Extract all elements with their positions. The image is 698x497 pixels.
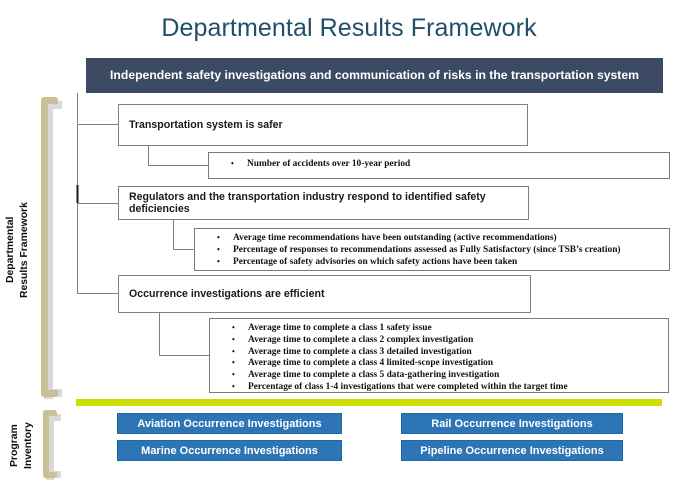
program-inventory-divider <box>76 399 662 406</box>
section-label-departmental-results-framework: Departmental Results Framework <box>4 150 36 350</box>
program-box-marine[interactable]: Marine Occurrence Investigations <box>117 440 342 461</box>
program-box-aviation[interactable]: Aviation Occurrence Investigations <box>117 413 342 434</box>
indicator-box-1: Number of accidents over 10-year period <box>208 152 670 179</box>
section-label-program-inventory: Program Inventory <box>8 412 38 480</box>
program-label-line-1: Program <box>9 424 20 468</box>
program-box-rail[interactable]: Rail Occurrence Investigations <box>401 413 623 434</box>
indicator-item: Number of accidents over 10-year period <box>209 158 665 171</box>
indicator-item: Average time recommendations have been o… <box>195 232 665 245</box>
departmental-result-box-3: Occurrence investigations are efficient <box>118 275 531 313</box>
indicator-item: Percentage of class 1-4 investigations t… <box>210 381 664 394</box>
indicator-list-3: Average time to complete a class 1 safet… <box>210 322 664 394</box>
indicator-box-2: Average time recommendations have been o… <box>194 228 670 271</box>
departmental-result-box-1: Transportation system is safer <box>118 104 528 146</box>
program-inventory-brace <box>42 410 61 480</box>
indicator-box-3: Average time to complete a class 1 safet… <box>209 318 669 393</box>
indicator-item: Average time to complete a class 5 data-… <box>210 369 664 382</box>
drf-label-line-1: Departmental <box>5 216 16 284</box>
indicator-item: Average time to complete a class 4 limit… <box>210 357 664 370</box>
page-title: Departmental Results Framework <box>161 14 537 42</box>
program-label-line-2: Inventory <box>23 422 34 470</box>
strategic-outcome-banner: Independent safety investigations and co… <box>86 58 663 93</box>
departmental-results-brace <box>40 97 62 399</box>
program-box-pipeline[interactable]: Pipeline Occurrence Investigations <box>401 440 623 461</box>
departmental-result-box-2: Regulators and the transportation indust… <box>118 186 529 220</box>
drf-label-line-2: Results Framework <box>19 202 30 298</box>
indicator-item: Average time to complete a class 2 compl… <box>210 334 664 347</box>
indicator-list-1: Number of accidents over 10-year period <box>209 158 665 171</box>
indicator-item: Average time to complete a class 3 detai… <box>210 346 664 359</box>
indicator-item: Percentage of responses to recommendatio… <box>195 244 665 257</box>
indicator-list-2: Average time recommendations have been o… <box>195 232 665 269</box>
indicator-item: Percentage of safety advisories on which… <box>195 256 665 269</box>
indicator-item: Average time to complete a class 1 safet… <box>210 322 664 335</box>
